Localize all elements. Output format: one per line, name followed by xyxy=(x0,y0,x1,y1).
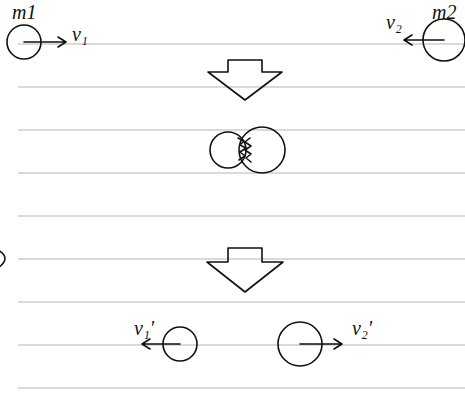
velocity-arrow xyxy=(142,339,180,349)
impact-mark xyxy=(238,138,251,162)
velocity-label: v₁' xyxy=(134,318,154,338)
mass-label: m1 xyxy=(12,2,36,22)
stray-mark xyxy=(0,250,5,268)
block-arrow xyxy=(207,248,283,292)
velocity-label: v₂' xyxy=(352,318,372,338)
velocity-arrow xyxy=(300,339,342,349)
velocity-label: v₁ xyxy=(72,24,88,44)
block-arrow xyxy=(208,60,282,100)
ruled-lines xyxy=(18,44,465,388)
mass-label: m2 xyxy=(432,2,456,22)
velocity-arrow xyxy=(404,35,444,45)
velocity-arrow xyxy=(24,37,66,47)
velocity-label: v₂ xyxy=(386,12,402,32)
ball-m1 xyxy=(210,132,246,168)
ball-m2 xyxy=(239,127,285,173)
